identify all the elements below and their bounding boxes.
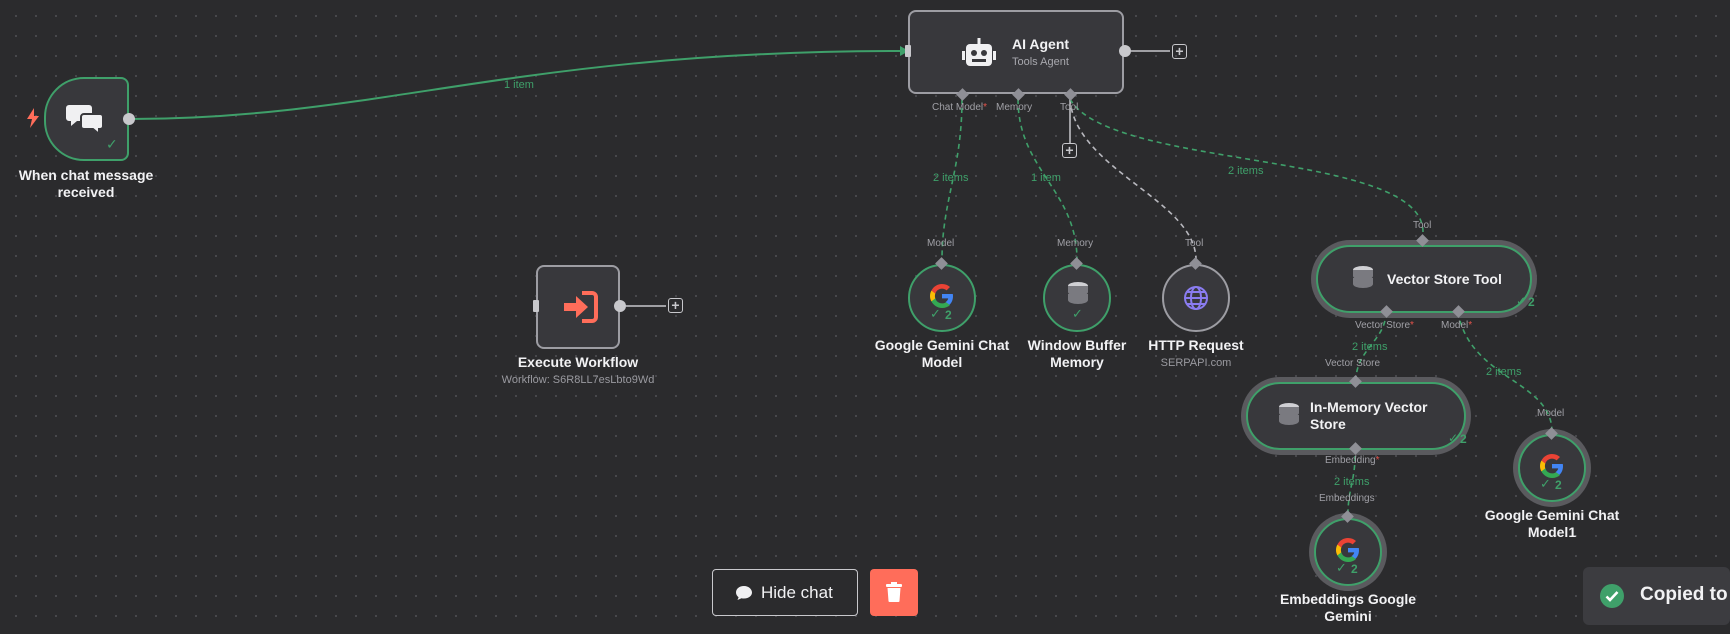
- run-count: 2: [945, 308, 952, 322]
- robot-icon: [962, 38, 996, 75]
- node-vector-store-tool[interactable]: Vector Store Tool ✓ 2: [1316, 245, 1535, 313]
- edge-store-vectortool: [1355, 311, 1387, 381]
- google-icon: [1335, 537, 1361, 568]
- node-in-memory-vector-store[interactable]: In-Memory Vector Store ✓ 2: [1246, 382, 1467, 450]
- trash-icon: [886, 582, 902, 607]
- port-label-model: Model*: [1441, 320, 1473, 331]
- success-check-icon: ✓: [1448, 431, 1459, 445]
- port-label: Tool: [1185, 238, 1204, 249]
- node-window-buffer-memory[interactable]: ✓: [1043, 264, 1111, 332]
- edge-label-model-agent: 2 items: [933, 172, 969, 184]
- run-count: 2: [1555, 478, 1562, 492]
- port-label: Model: [927, 238, 955, 249]
- node-title: AI Agent: [1012, 36, 1070, 52]
- delete-button[interactable]: [870, 569, 918, 616]
- node-subtitle: Workflow: S6R8LL7esLbto9Wd: [501, 374, 655, 386]
- input-handle[interactable]: [905, 45, 911, 57]
- success-check-icon: ✓: [1540, 476, 1551, 491]
- edge-trigger-agent: [129, 49, 909, 120]
- hide-chat-button[interactable]: Hide chat: [712, 569, 858, 616]
- output-handle[interactable]: [1119, 45, 1131, 57]
- edge-label-vectortool-agent: 2 items: [1228, 165, 1264, 177]
- node-title: When chat message received: [18, 167, 154, 200]
- node-gemini-chat-model[interactable]: ✓ 2: [908, 264, 976, 332]
- run-count: 2: [1351, 562, 1358, 576]
- node-embeddings-google-gemini[interactable]: ✓ 2: [1314, 518, 1382, 586]
- database-icon: [1066, 282, 1090, 313]
- toast-notification: Copied to: [1583, 567, 1730, 625]
- node-subtitle: SERPAPI.com: [1160, 357, 1232, 369]
- port-label: Vector Store: [1325, 358, 1381, 369]
- hide-chat-label: Hide chat: [761, 583, 833, 602]
- success-check-icon: ✓: [1336, 560, 1347, 575]
- output-handle[interactable]: [614, 300, 626, 312]
- add-node-button[interactable]: +: [668, 298, 683, 313]
- toast-message: Copied to: [1640, 584, 1728, 605]
- port-label: Embeddings: [1319, 493, 1375, 504]
- input-handle[interactable]: [533, 300, 539, 312]
- port-label: Memory: [1057, 238, 1094, 249]
- success-check-icon: ✓: [106, 136, 118, 152]
- node-title: Embeddings Google Gemini: [1279, 591, 1417, 624]
- node-title: Execute Workflow: [517, 354, 639, 370]
- node-title: HTTP Request: [1148, 337, 1244, 353]
- edge-http-agent: [1069, 98, 1197, 261]
- run-count: 2: [1460, 432, 1467, 446]
- node-ai-agent[interactable]: AI Agent Tools Agent: [908, 10, 1124, 94]
- port-label-embedding: Embedding*: [1325, 455, 1380, 466]
- node-title: Google Gemini Chat Model1: [1484, 507, 1620, 540]
- lightning-icon: [26, 108, 40, 133]
- node-execute-workflow[interactable]: [536, 265, 620, 349]
- success-check-icon: ✓: [1072, 306, 1083, 321]
- port-label-vector-store: Vector Store*: [1355, 320, 1414, 331]
- add-tool-button[interactable]: +: [1062, 143, 1077, 158]
- success-circle-icon: [1600, 584, 1624, 613]
- edge-embeddings-store: [1347, 455, 1356, 515]
- edge-model-agent: [941, 98, 963, 261]
- database-icon: [1277, 403, 1301, 434]
- google-icon: [929, 283, 955, 314]
- success-check-icon: ✓: [930, 306, 941, 321]
- edge-label-trigger-agent: 1 item: [504, 79, 534, 91]
- edge-label-model1-vectortool: 2 items: [1486, 366, 1522, 378]
- database-icon: [1351, 266, 1375, 297]
- port-label: Tool: [1413, 220, 1432, 231]
- port-label: Model: [1537, 408, 1565, 419]
- port-label-chat-model: Chat Model*: [932, 102, 988, 113]
- node-subtitle: Tools Agent: [1012, 56, 1069, 68]
- node-gemini-chat-model-1[interactable]: ✓ 2: [1518, 434, 1586, 502]
- node-title: In-Memory Vector Store: [1310, 399, 1428, 432]
- chat-icon: [735, 585, 753, 606]
- edge-vectortool-agent: [1069, 98, 1424, 233]
- run-count: 2: [1528, 295, 1535, 309]
- success-check-icon: ✓: [1516, 294, 1527, 308]
- edge-label-store-vectortool: 2 items: [1352, 341, 1388, 353]
- output-handle[interactable]: [123, 113, 135, 125]
- node-http-request[interactable]: [1162, 264, 1230, 332]
- globe-icon: [1183, 285, 1209, 316]
- node-chat-trigger[interactable]: ✓: [44, 77, 129, 161]
- node-title: Window Buffer Memory: [1027, 337, 1127, 370]
- edge-label-embeddings-store: 2 items: [1334, 476, 1370, 488]
- add-node-button[interactable]: +: [1172, 44, 1187, 59]
- node-title: Google Gemini Chat Model: [874, 337, 1010, 370]
- port-label-memory: Memory: [996, 102, 1033, 113]
- chat-bubbles-icon: [66, 101, 106, 140]
- edge-label-memory-agent: 1 item: [1031, 172, 1061, 184]
- node-title: Vector Store Tool: [1387, 271, 1502, 287]
- port-label-tool: Tool: [1060, 102, 1079, 113]
- sign-in-icon: [562, 291, 598, 328]
- google-icon: [1539, 453, 1565, 484]
